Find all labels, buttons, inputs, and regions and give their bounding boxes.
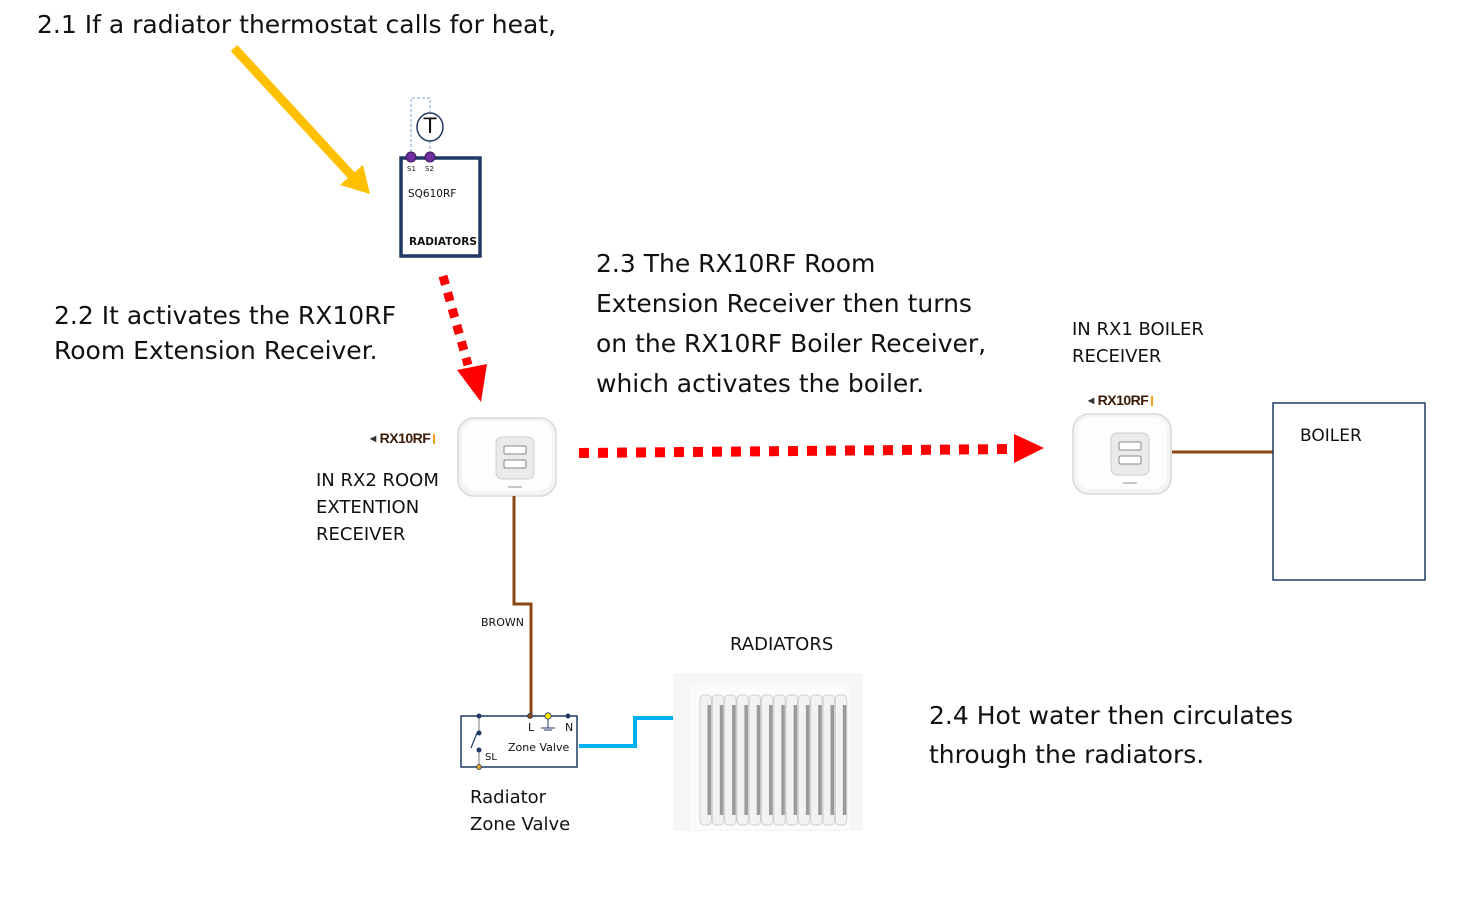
boiler-receiver-caption: IN RX1 BOILER RECEIVER [1072, 316, 1204, 370]
step-2-2-text: 2.2 It activates the RX10RF Room Extensi… [54, 298, 396, 368]
radiator-column-shadow [818, 705, 822, 815]
accent-bar-icon [433, 434, 436, 444]
room-receiver-caption-line-3: RECEIVER [316, 524, 406, 545]
brown-wire [512, 496, 533, 716]
radiators-label: RADIATORS [730, 634, 834, 655]
terminal-l-label: L [528, 721, 535, 734]
terminal-s1-icon [405, 151, 417, 163]
room-receiver-brand-text: RX10RF [379, 430, 431, 446]
step-2-2-line-1: 2.2 It activates the RX10RF [54, 301, 396, 330]
left-pointer-icon: ◀ [1088, 396, 1094, 405]
boiler-receiver-brand-text: RX10RF [1097, 392, 1149, 408]
zone-valve-box [460, 712, 578, 770]
wire-color-label: BROWN [481, 616, 524, 629]
radiator-column-shadow [744, 705, 748, 815]
room-receiver-device [457, 417, 557, 497]
sq610rf-box [399, 156, 482, 258]
blue-pipe [579, 716, 692, 748]
boiler-receiver-device [1072, 413, 1172, 495]
step-2-1-text: 2.1 If a radiator thermostat calls for h… [37, 10, 557, 39]
thermostat-wiring [410, 97, 431, 157]
step-2-3-line-2: Extension Receiver then turns [596, 289, 972, 318]
zone-valve-caption-line-2: Zone Valve [470, 814, 571, 835]
room-receiver-caption-line-2: EXTENTION [316, 497, 420, 518]
step-2-4-line-2: through the radiators. [929, 740, 1205, 769]
terminal-s1-label: S1 [407, 165, 416, 173]
boiler-receiver-caption-line-1: IN RX1 BOILER [1072, 319, 1204, 340]
radiator-column-shadow [793, 705, 798, 815]
thermostat-t-icon [416, 112, 444, 142]
step-2-3-text: 2.3 The RX10RF Room Extension Receiver t… [596, 244, 986, 404]
radiator-column-shadow [842, 705, 847, 815]
yellow-arrow-icon [230, 44, 370, 194]
boiler-receiver-caption-line-2: RECEIVER [1072, 346, 1162, 367]
thermostat-symbol: T [423, 114, 437, 138]
radiator-column-shadow [719, 705, 724, 815]
terminal-s2-label: S2 [425, 165, 434, 173]
room-receiver-caption-line-1: IN RX2 ROOM [316, 470, 439, 491]
terminal-n-label: N [565, 721, 574, 734]
radiator-column-shadow [756, 705, 761, 815]
step-2-2-line-2: Room Extension Receiver. [54, 336, 378, 365]
boiler-label: BOILER [1300, 426, 1362, 446]
terminal-sl-label: SL [485, 752, 497, 763]
signal-arrow-down-icon [438, 274, 487, 402]
accent-bar-icon [1151, 396, 1154, 406]
radiator-column-shadow [830, 705, 834, 815]
step-2-3-line-4: which activates the boiler. [596, 369, 925, 398]
step-2-3-line-3: on the RX10RF Boiler Receiver, [596, 329, 987, 358]
room-receiver-brand: ◀RX10RF [370, 430, 436, 446]
radiator-column-shadow [707, 705, 711, 815]
zone-valve-caption-line-1: Radiator [470, 787, 547, 808]
step-2-4-text: 2.4 Hot water then circulates through th… [929, 696, 1293, 774]
step-2-3-line-1: 2.3 The RX10RF Room [596, 249, 876, 278]
signal-arrow-right-icon [578, 434, 1044, 463]
room-receiver-caption: IN RX2 ROOM EXTENTION RECEIVER [316, 467, 439, 548]
radiator-column-shadow [769, 705, 773, 815]
zone-valve-title: Zone Valve [508, 741, 570, 754]
thermostat-zone: RADIATORS [409, 236, 477, 248]
radiator-column-shadow [781, 705, 785, 815]
zone-valve-caption: Radiator Zone Valve [470, 784, 570, 838]
boiler-box [1272, 402, 1426, 581]
thermostat-model: SQ610RF [408, 188, 457, 200]
left-pointer-icon: ◀ [370, 434, 376, 443]
terminal-s2-icon [424, 151, 436, 163]
step-2-4-line-1: 2.4 Hot water then circulates [929, 701, 1294, 730]
radiator-icon [673, 673, 863, 831]
radiator-column-shadow [805, 705, 810, 815]
radiator-column-shadow [732, 705, 736, 815]
boiler-receiver-brand: ◀RX10RF [1088, 392, 1154, 408]
